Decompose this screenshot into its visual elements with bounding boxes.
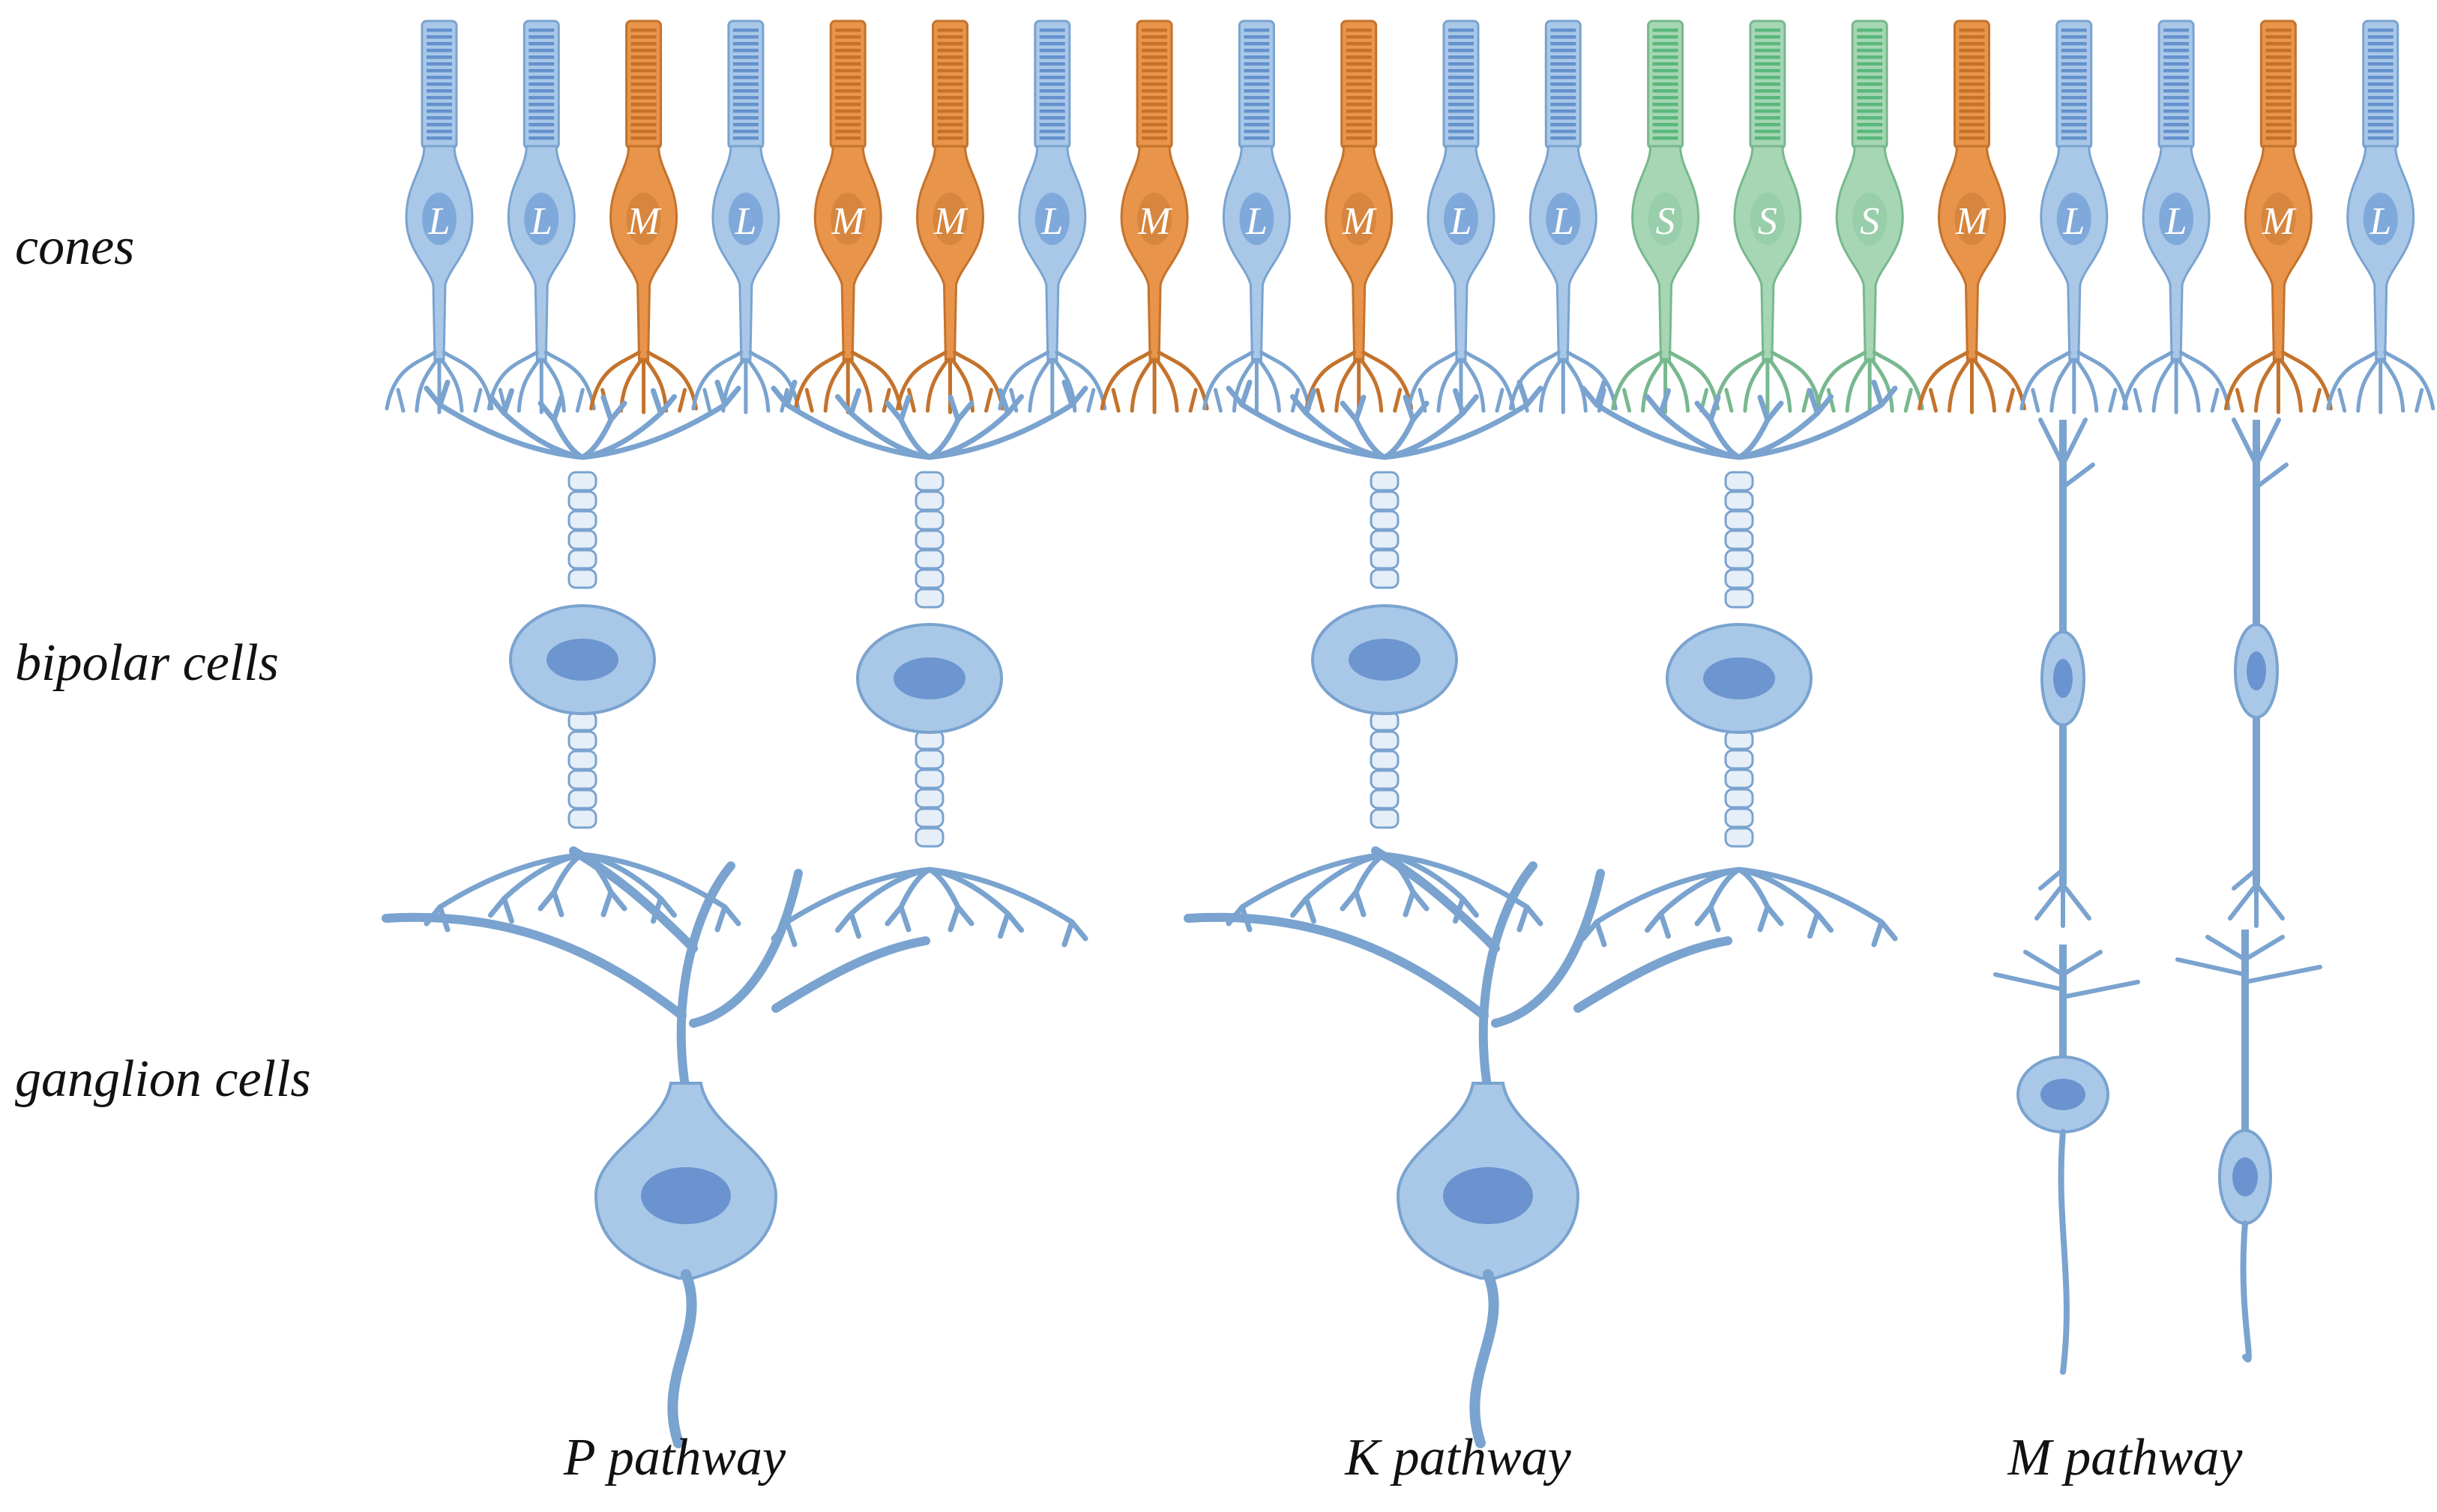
cone-L-2: L [487,19,596,415]
cone-M-5: M [793,19,903,415]
pathway-label-m: M pathway [2007,1429,2243,1487]
m-ganglion-cell-2 [2175,930,2322,1363]
cone-L-18: L [2121,19,2231,415]
cone-S-15: S [1815,19,1924,415]
k-ganglion-cell [1184,846,1732,1448]
m-bipolar-cell-2 [2228,418,2289,928]
svg-text:M: M [627,200,662,243]
cone-L-17: L [2019,19,2129,415]
row-label-bipolar-cells: bipolar cells [15,634,279,692]
m-bipolar-cell-1 [2034,418,2095,928]
svg-text:L: L [2062,200,2085,243]
cone-L-12: L [1508,19,1618,415]
cone-S-14: S [1713,19,1822,415]
cone-L-1: L [385,19,494,415]
p-ganglion-cell [382,846,930,1448]
svg-text:L: L [1552,200,1574,243]
svg-text:L: L [428,200,451,243]
svg-text:L: L [530,200,552,243]
neurons-layer [382,379,2322,1448]
cone-M-6: M [896,19,1004,415]
m-ganglion-cell-1 [1993,945,2140,1375]
svg-text:M: M [1342,200,1377,243]
svg-text:S: S [1656,200,1675,243]
cone-L-11: L [1406,19,1516,415]
cone-S-13: S [1611,19,1720,415]
pathway-label-k: K pathway [1345,1429,1571,1487]
cone-L-7: L [998,19,1107,415]
cone-M-8: M [1100,19,1209,415]
svg-text:L: L [2165,200,2187,243]
cone-L-4: L [691,19,801,415]
p-bipolar-cell-2 [771,379,1088,948]
cone-M-10: M [1304,19,1414,415]
svg-text:M: M [933,200,969,243]
svg-text:M: M [1955,200,1990,243]
svg-text:M: M [1137,200,1172,243]
k-bipolar-cell-1 [1226,379,1543,933]
row-label-ganglion-cells: ganglion cells [15,1050,311,1108]
cone-M-3: M [589,19,699,415]
svg-text:L: L [734,200,756,243]
k-bipolar-cell-2 [1580,379,1898,948]
svg-text:L: L [1040,200,1063,243]
svg-text:S: S [1860,200,1879,243]
p-bipolar-cell-1 [424,379,741,933]
svg-text:L: L [1245,200,1268,243]
pathway-label-p: P pathway [563,1429,786,1487]
svg-text:M: M [831,200,867,243]
svg-text:L: L [2369,200,2391,243]
cone-L-9: L [1202,19,1311,415]
row-label-cones: cones [15,218,135,276]
cone-L-20: L [2326,19,2436,415]
svg-text:S: S [1758,200,1777,243]
svg-text:M: M [2262,200,2297,243]
cone-M-16: M [1918,19,2026,415]
cone-M-19: M [2223,19,2333,415]
svg-text:L: L [1450,200,1472,243]
